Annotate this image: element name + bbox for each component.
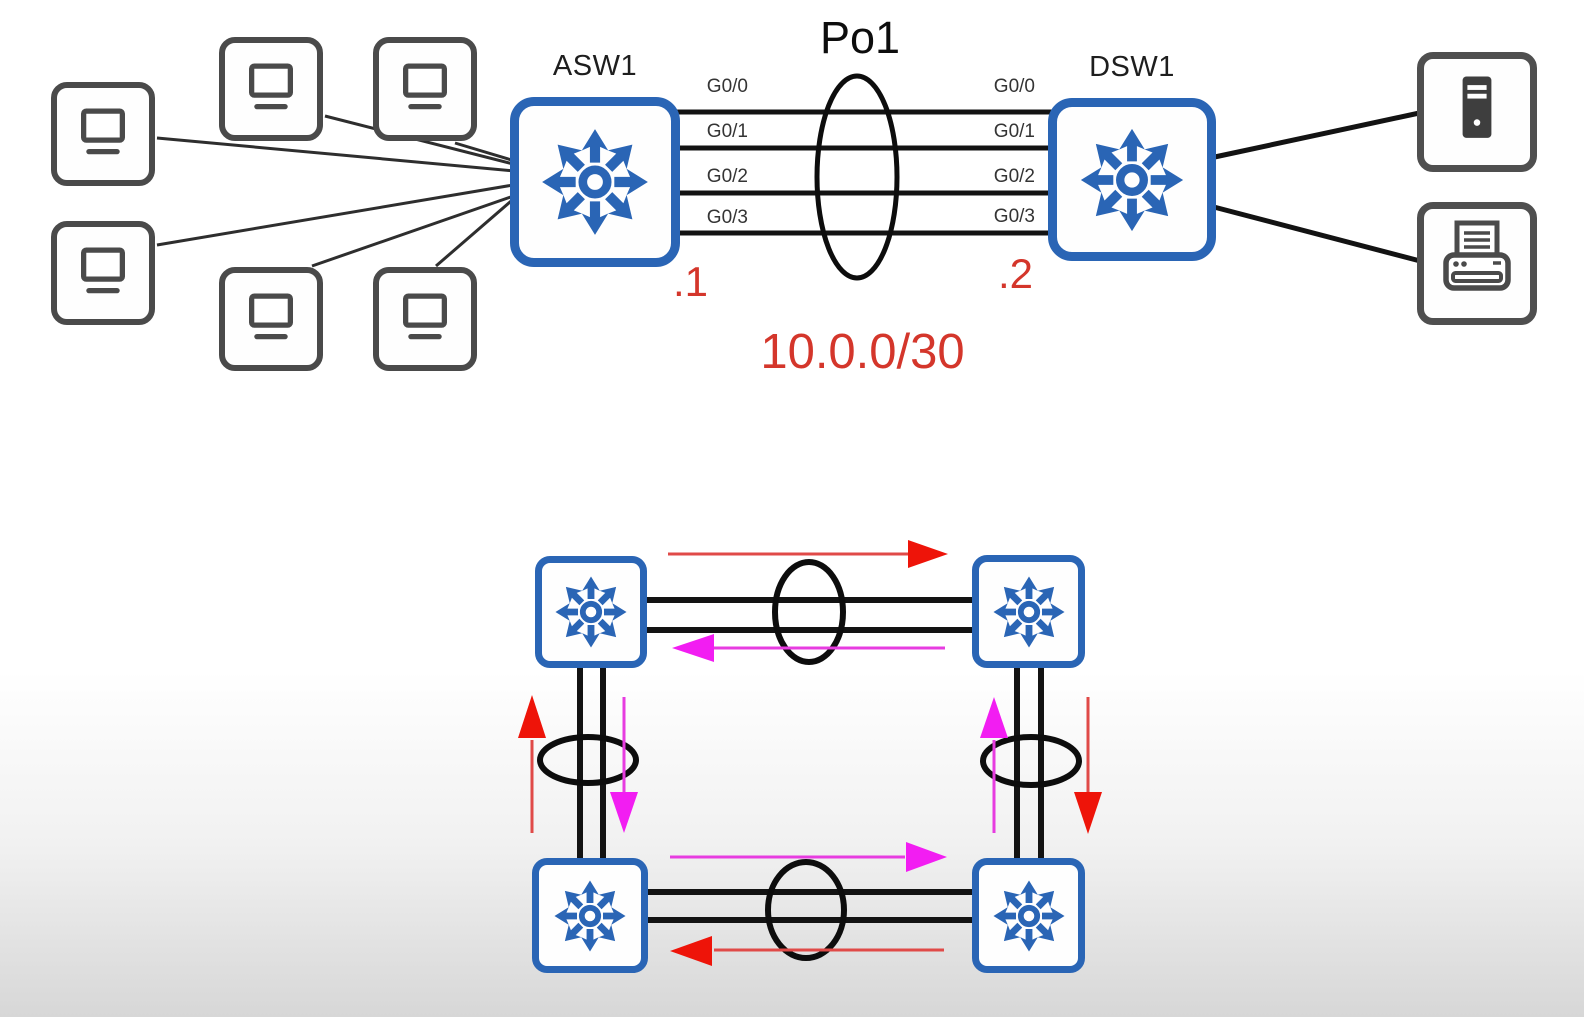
client-pc-3 (373, 37, 477, 141)
port-channel-label: Po1 (819, 12, 901, 63)
asw1-ip-suffix: .1 (672, 258, 709, 305)
pc-access-links (156, 114, 526, 268)
asw1-interface-g0-2: G0/2 (706, 166, 748, 187)
printer-endpoint (1417, 202, 1537, 325)
pc-icon (59, 229, 147, 317)
dsw1-interface-g0-1: G0/1 (993, 121, 1035, 142)
bottom-switch-bottom-left (532, 858, 648, 973)
etherchannel-member-links (672, 109, 1056, 236)
bottom-switch-top-left (535, 556, 647, 668)
pc-icon (59, 90, 147, 178)
etherchannel-ellipse (814, 73, 900, 281)
client-pc-1 (51, 82, 155, 186)
server-icon (1429, 64, 1525, 160)
multilayer-switch-icon (534, 121, 656, 243)
pc-icon (227, 45, 315, 133)
bottom-topology-links (577, 597, 1044, 923)
subnet-label: 10.0.0/30 (760, 325, 965, 379)
pc-icon (381, 275, 469, 363)
dsw1-interface-g0-3: G0/3 (993, 206, 1035, 227)
pc-icon (227, 275, 315, 363)
dsw1-interface-g0-0: G0/0 (993, 76, 1035, 97)
dsw1-name-label: DSW1 (1089, 51, 1175, 83)
bottom-switch-bottom-right (972, 858, 1085, 973)
dsw1-ip-suffix: .2 (997, 250, 1034, 297)
multilayer-switch-icon (1073, 121, 1191, 239)
client-pc-5 (219, 267, 323, 371)
asw1-name-label: ASW1 (552, 50, 638, 82)
asw1-interface-g0-0: G0/0 (706, 76, 748, 97)
client-pc-4 (51, 221, 155, 325)
printer-icon (1427, 214, 1527, 314)
client-pc-2 (219, 37, 323, 141)
magenta-flow-arrows (610, 634, 1008, 872)
dsw-endpoint-links (1209, 109, 1425, 265)
pc-icon (381, 45, 469, 133)
client-pc-6 (373, 267, 477, 371)
access-switch-asw1 (510, 97, 680, 267)
multilayer-switch-icon (988, 875, 1070, 957)
asw1-interface-g0-1: G0/1 (706, 121, 748, 142)
red-flow-arrows (518, 540, 1102, 966)
server-endpoint (1417, 52, 1537, 172)
distribution-switch-dsw1 (1048, 98, 1216, 261)
dsw1-interface-g0-2: G0/2 (993, 166, 1035, 187)
multilayer-switch-icon (549, 875, 631, 957)
bottom-switch-top-right (972, 555, 1085, 668)
multilayer-switch-icon (988, 571, 1070, 653)
asw1-interface-g0-3: G0/3 (706, 207, 748, 228)
etherchannel-ellipses (537, 559, 1082, 961)
multilayer-switch-icon (550, 571, 632, 653)
